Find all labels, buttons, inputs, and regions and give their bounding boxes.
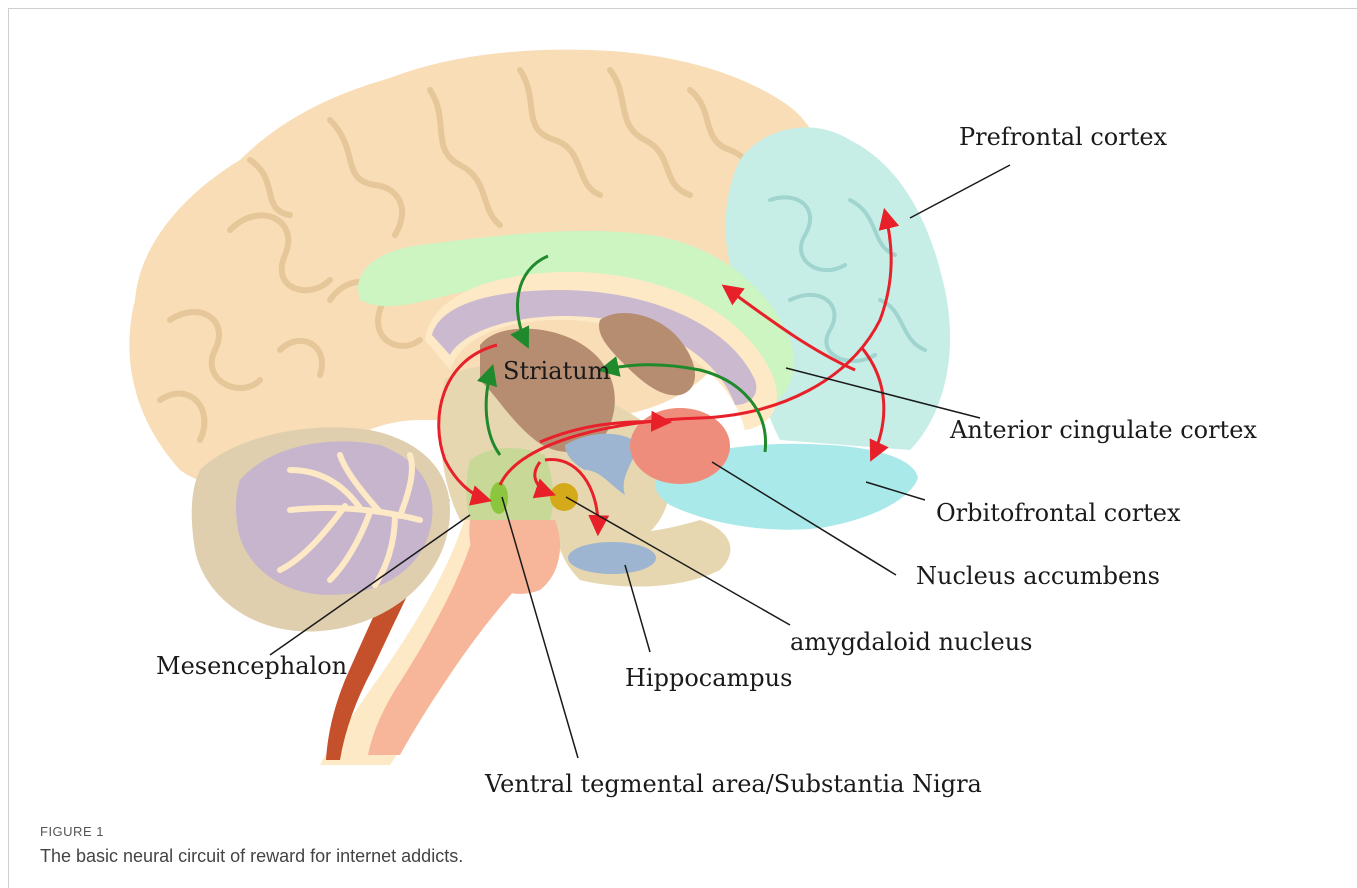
amygdala-region: [550, 483, 578, 511]
figure-caption: The basic neural circuit of reward for i…: [40, 846, 463, 867]
label-amygdaloid-nucleus: amygdaloid nucleus: [790, 628, 1032, 656]
hippocampus-region: [568, 542, 656, 574]
label-nucleus-accumbens: Nucleus accumbens: [916, 562, 1160, 590]
leader-prefrontal: [910, 165, 1010, 218]
figure-label: FIGURE 1: [40, 824, 104, 839]
label-orbitofrontal-cortex: Orbitofrontal cortex: [936, 499, 1181, 527]
label-anterior-cingulate-cortex: Anterior cingulate cortex: [949, 416, 1257, 444]
label-striatum: Striatum: [503, 357, 611, 385]
brain-reward-circuit-diagram: Striatum Prefrontal cortex Anterior cing…: [0, 0, 1357, 810]
label-hippocampus: Hippocampus: [625, 664, 792, 692]
label-mesencephalon: Mesencephalon: [156, 652, 347, 680]
midbrain-region: [466, 448, 553, 520]
label-prefrontal-cortex: Prefrontal cortex: [959, 123, 1168, 151]
label-vta-substantia-nigra: Ventral tegmental area/Substantia Nigra: [484, 770, 982, 798]
